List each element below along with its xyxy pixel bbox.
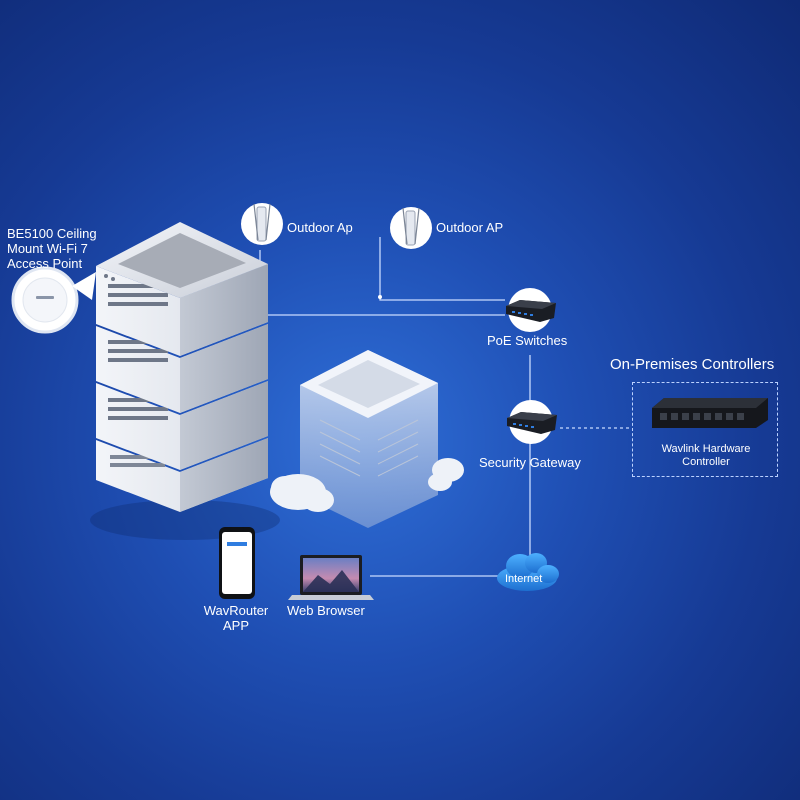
poe-switch-device bbox=[506, 288, 556, 332]
decor-cloud-left bbox=[270, 474, 334, 512]
outdoor-ap-2-label: Outdoor AP bbox=[436, 220, 504, 235]
server-tier-2 bbox=[96, 324, 268, 413]
decor-cloud-right bbox=[428, 458, 464, 491]
ceiling-ap-label-line-2: Mount Wi-Fi 7 bbox=[7, 241, 88, 256]
phone-device bbox=[219, 527, 255, 599]
controller-label-line-1: Wavlink Hardware bbox=[661, 443, 751, 455]
ceiling-ap-device bbox=[11, 266, 96, 334]
glass-tower bbox=[270, 350, 464, 528]
ceiling-ap-label-line-1: BE5100 Ceiling bbox=[7, 226, 97, 241]
outdoor-ap-2 bbox=[378, 207, 432, 299]
server-stack bbox=[90, 222, 280, 540]
onprem-controllers-title: On-Premises Controllers bbox=[610, 356, 775, 373]
ceiling-ap-label: BE5100 Ceiling Mount Wi-Fi 7 Access Poin… bbox=[7, 226, 97, 271]
app-label-line-1: WavRouter bbox=[203, 603, 269, 618]
security-gateway-label: Security Gateway bbox=[479, 455, 581, 470]
outdoor-ap-1-label: Outdoor Ap bbox=[287, 220, 353, 235]
server-tier-1 bbox=[96, 264, 268, 356]
poe-switches-label: PoE Switches bbox=[487, 333, 568, 348]
hardware-controller-device bbox=[652, 398, 768, 428]
app-label-line-2: APP bbox=[222, 618, 249, 633]
controller-label-line-2: Controller bbox=[682, 456, 730, 468]
controller-label: Wavlink Hardware Controller bbox=[633, 443, 779, 469]
internet-label: Internet bbox=[505, 573, 543, 585]
internet-cloud bbox=[497, 553, 559, 591]
server-tier-4 bbox=[96, 438, 268, 512]
security-gateway-device bbox=[507, 400, 557, 444]
app-label: WavRouter APP bbox=[196, 603, 276, 633]
ceiling-ap-label-line-3: Access Point bbox=[7, 256, 83, 271]
outdoor-ap-1 bbox=[241, 203, 283, 245]
web-browser-label: Web Browser bbox=[287, 603, 365, 618]
laptop-device bbox=[288, 555, 374, 600]
controller-box: Wavlink Hardware Controller bbox=[632, 382, 778, 477]
